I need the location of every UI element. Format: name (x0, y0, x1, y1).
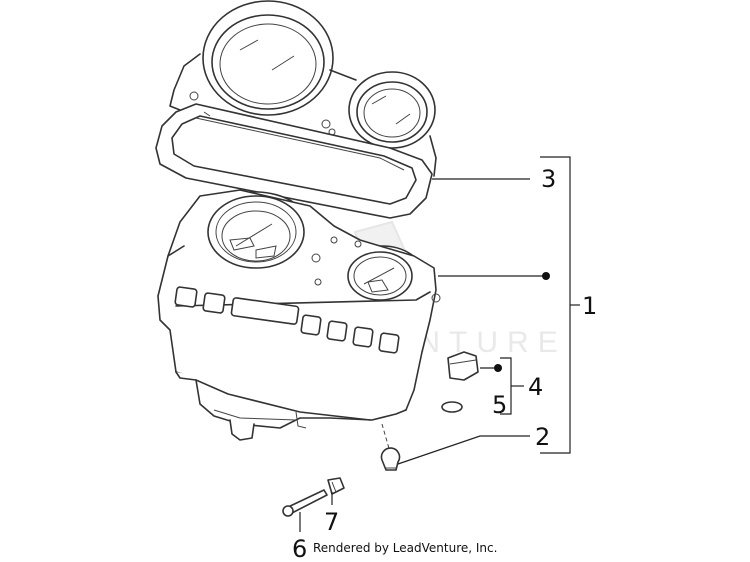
seal-part (441, 401, 463, 413)
leader-lines (299, 156, 580, 532)
bulb-part (380, 423, 401, 471)
callout-2: 2 (535, 423, 550, 451)
callout-5: 5 (492, 391, 507, 419)
leader-dot-4 (494, 364, 502, 372)
callout-3: 3 (541, 165, 556, 193)
nut-part (327, 477, 345, 495)
callout-4: 4 (528, 373, 543, 401)
callout-7: 7 (324, 508, 339, 536)
callout-6: 6 (292, 535, 307, 562)
instrument-cluster-part (157, 189, 441, 441)
callout-1: 1 (582, 292, 597, 320)
rendered-by-credit: Rendered by LeadVenture, Inc. (313, 541, 498, 555)
cap-part (447, 351, 479, 381)
screw-part (282, 489, 328, 517)
instrument-cover-part (155, 0, 437, 219)
leader-dot-1 (542, 272, 550, 280)
